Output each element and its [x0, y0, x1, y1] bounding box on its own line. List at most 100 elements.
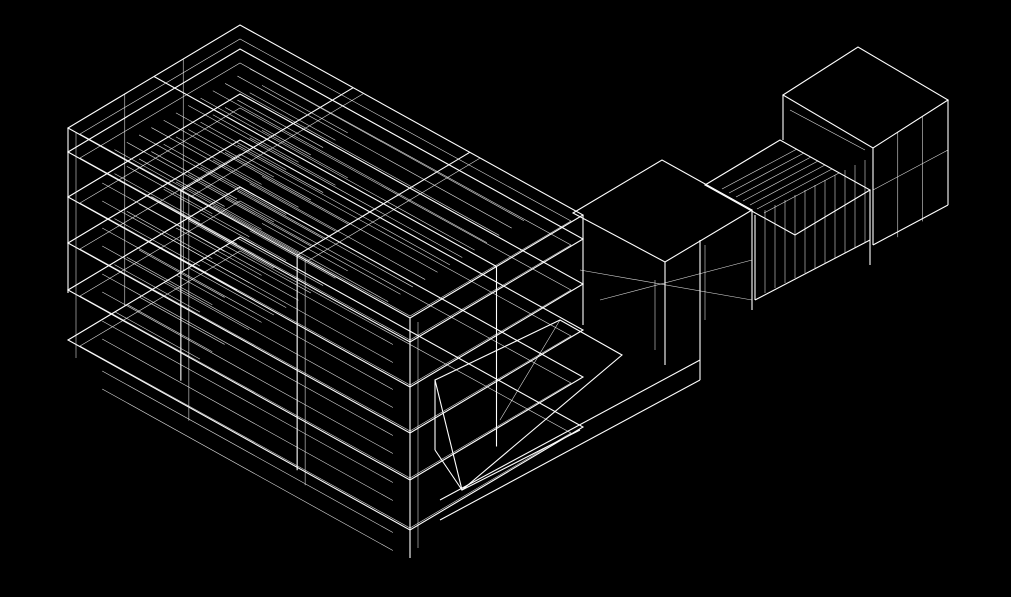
hatch-line — [249, 183, 336, 232]
main-building-frame — [66, 24, 585, 558]
floor-slab-2 — [66, 93, 585, 388]
hatch-line — [200, 166, 287, 215]
floor-slab-inner-0 — [79, 38, 572, 317]
hatch-line — [114, 264, 201, 313]
hatch-line — [138, 158, 225, 207]
canopy-top — [434, 319, 623, 491]
window-band-4 — [102, 370, 394, 533]
hatch-line — [200, 121, 287, 170]
hatch-line — [188, 129, 275, 178]
wedge-canopy — [434, 319, 623, 491]
hatch-line — [237, 75, 512, 229]
hatch-line — [212, 114, 299, 163]
hatch-line — [237, 237, 324, 286]
hatch-line — [151, 151, 238, 200]
floor-hatching — [102, 61, 537, 551]
window-band-1 — [102, 227, 394, 390]
floor-slab-inner-4 — [79, 200, 572, 479]
annex-roof-slat — [763, 172, 840, 214]
window-band-b-4 — [102, 388, 394, 551]
hatch-line — [175, 227, 262, 276]
roof-beam-b — [153, 76, 497, 267]
hatch-line — [261, 130, 348, 179]
hatch-line — [114, 218, 201, 267]
canopy-edge-3 — [461, 429, 581, 491]
annex-roof-slat — [728, 152, 805, 194]
hatch-line — [237, 144, 324, 193]
hatch-line — [138, 134, 413, 288]
hatch-line — [224, 245, 311, 294]
bridge-floor — [439, 379, 701, 521]
tower-bottom — [872, 204, 949, 246]
tower-transom — [872, 149, 949, 191]
hatch-line — [188, 105, 463, 258]
floor-slab-4 — [66, 186, 585, 481]
bridge-connector — [439, 159, 754, 521]
hatch-line — [126, 304, 213, 353]
hatch-line — [138, 249, 225, 298]
hatch-line — [151, 289, 238, 338]
hatch-line — [188, 267, 275, 316]
canopy-edge-2 — [434, 449, 463, 491]
bridge-line — [579, 269, 753, 301]
floor-slab-5 — [66, 236, 585, 531]
hatch-line — [114, 311, 201, 360]
window-band-2 — [102, 273, 394, 436]
annex-block — [703, 139, 872, 301]
end-tower-box — [781, 46, 950, 246]
hatch-line — [163, 281, 250, 330]
window-band-b-3 — [102, 338, 394, 501]
hatch-line — [200, 259, 287, 308]
hatch-line — [126, 142, 401, 295]
annex-roof-slat — [735, 156, 812, 198]
hatch-line — [249, 68, 525, 221]
bridge-slab — [599, 259, 753, 301]
hatch-line — [114, 173, 201, 222]
hatch-line — [237, 190, 324, 239]
hatch-line — [200, 212, 287, 261]
bridge-roof — [571, 159, 754, 263]
hatch-line — [249, 230, 336, 279]
floor-slab-3 — [66, 139, 585, 434]
hatch-line — [249, 92, 336, 141]
hatch-line — [212, 159, 299, 208]
hatch-line — [261, 223, 348, 272]
hatch-line — [224, 83, 500, 236]
hatch-line — [163, 188, 250, 237]
annex-bottom — [754, 239, 871, 301]
hatch-line — [200, 97, 475, 251]
window-band-b-1 — [102, 245, 394, 408]
canopy-fold — [499, 319, 561, 421]
hatch-line — [175, 136, 262, 185]
annex-roof-slat — [756, 168, 833, 210]
hatch-line — [261, 85, 348, 134]
hatch-line — [212, 205, 299, 254]
window-band-3 — [102, 320, 394, 483]
hatch-line — [249, 137, 336, 186]
hatch-line — [126, 166, 213, 215]
annex-roof-slat — [749, 164, 826, 206]
tower-inner — [789, 109, 866, 151]
hatch-line — [114, 149, 389, 302]
window-band-0 — [102, 182, 394, 345]
hatch-line — [126, 211, 213, 260]
hatch-line — [151, 242, 238, 291]
hatch-line — [188, 174, 275, 223]
hatch-line — [163, 119, 438, 273]
floor-slab-inner-2 — [79, 107, 572, 386]
hatch-line — [237, 99, 324, 148]
hatch-line — [163, 143, 250, 192]
hatch-line — [212, 252, 299, 301]
hatch-line — [188, 220, 275, 269]
hatch-line — [175, 112, 451, 266]
tower-roof — [781, 46, 950, 149]
window-band-b-2 — [102, 291, 394, 454]
bridge-floor-b — [439, 359, 701, 501]
hatch-line — [151, 127, 426, 280]
hatch-line — [261, 61, 537, 214]
hatch-line — [175, 274, 262, 323]
hatch-line — [224, 107, 311, 156]
hatch-line — [224, 198, 311, 247]
hatch-line — [224, 152, 311, 201]
